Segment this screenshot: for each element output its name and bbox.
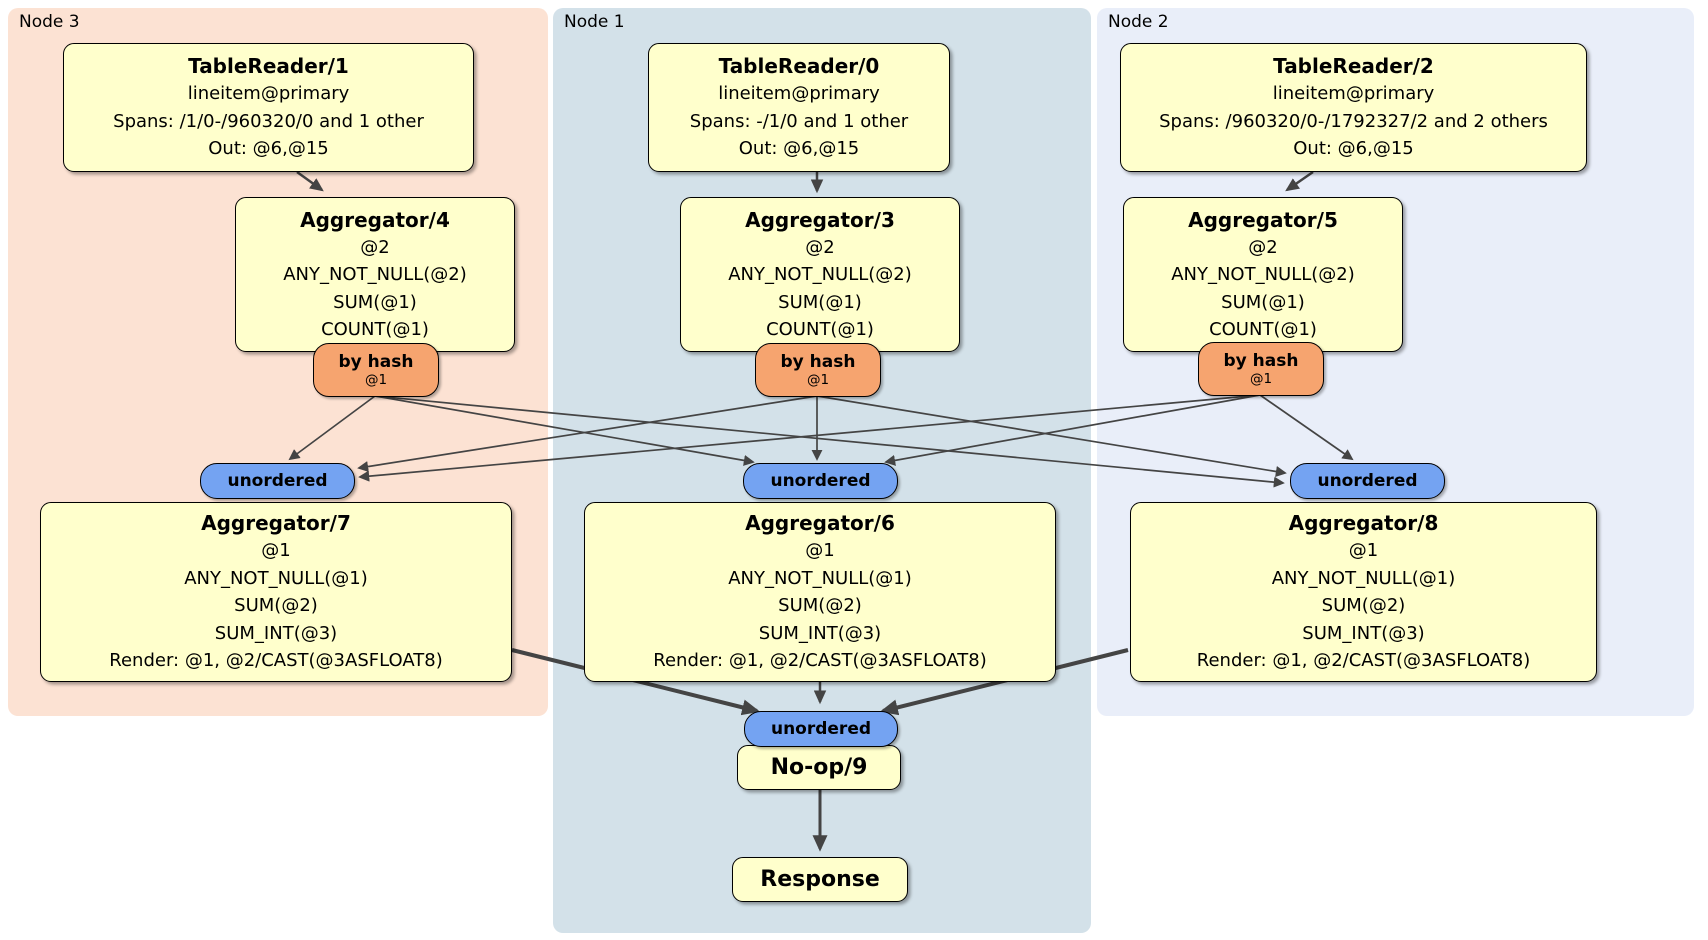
processor-tablereader-0: TableReader/0 lineitem@primary Spans: -/…: [648, 43, 950, 172]
processor-tablereader-2: TableReader/2 lineitem@primary Spans: /9…: [1120, 43, 1587, 172]
processor-title: TableReader/2: [1273, 54, 1434, 79]
processor-aggregator-6: Aggregator/6 @1 ANY_NOT_NULL(@1) SUM(@2)…: [584, 502, 1056, 682]
hash-router-node2: by hash @1: [1198, 342, 1324, 396]
node-region-label: Node 3: [19, 12, 80, 32]
processor-title: TableReader/1: [188, 54, 349, 79]
processor-title: No-op/9: [770, 754, 868, 780]
sync-label: unordered: [770, 471, 871, 491]
processor-title: Aggregator/7: [201, 511, 351, 536]
processor-title: Aggregator/8: [1288, 511, 1439, 536]
response-box: Response: [732, 857, 908, 902]
processor-aggregator-5: Aggregator/5 @2 ANY_NOT_NULL(@2) SUM(@1)…: [1123, 197, 1403, 352]
hash-router-node3: by hash @1: [313, 343, 439, 397]
processor-title: TableReader/0: [718, 54, 880, 79]
edges-hash-router-streams: [288, 394, 1354, 488]
sync-unordered-node1: unordered: [743, 463, 898, 499]
router-detail: @1: [364, 372, 388, 388]
node-region-label: Node 1: [564, 12, 625, 32]
node-region-label: Node 2: [1108, 12, 1169, 32]
router-label: by hash: [338, 352, 414, 372]
processor-aggregator-4: Aggregator/4 @2 ANY_NOT_NULL(@2) SUM(@1)…: [235, 197, 515, 352]
processor-aggregator-7: Aggregator/7 @1 ANY_NOT_NULL(@1) SUM(@2)…: [40, 502, 512, 682]
sync-unordered-node2: unordered: [1290, 463, 1445, 499]
processor-noop-9: No-op/9: [737, 745, 901, 790]
processor-title: Response: [760, 866, 880, 892]
router-label: by hash: [1223, 351, 1299, 371]
sync-unordered-node3: unordered: [200, 463, 355, 499]
edges-tablereader-to-aggregator: [296, 170, 1314, 194]
processor-title: Aggregator/6: [745, 511, 895, 536]
router-detail: @1: [806, 372, 830, 388]
processor-aggregator-3: Aggregator/3 @2 ANY_NOT_NULL(@2) SUM(@1)…: [680, 197, 960, 352]
sync-label: unordered: [770, 719, 872, 739]
processor-title: Aggregator/5: [1188, 207, 1338, 232]
router-label: by hash: [780, 352, 856, 372]
sync-label: unordered: [1317, 471, 1418, 491]
hash-router-node1: by hash @1: [755, 343, 881, 397]
router-detail: @1: [1249, 371, 1273, 387]
sync-unordered-final: unordered: [744, 711, 898, 747]
sync-label: unordered: [227, 471, 328, 491]
processor-title: Aggregator/4: [300, 207, 450, 232]
processor-title: Aggregator/3: [745, 207, 895, 232]
processor-aggregator-8: Aggregator/8 @1 ANY_NOT_NULL(@1) SUM(@2)…: [1130, 502, 1597, 682]
processor-tablereader-1: TableReader/1 lineitem@primary Spans: /1…: [63, 43, 474, 172]
